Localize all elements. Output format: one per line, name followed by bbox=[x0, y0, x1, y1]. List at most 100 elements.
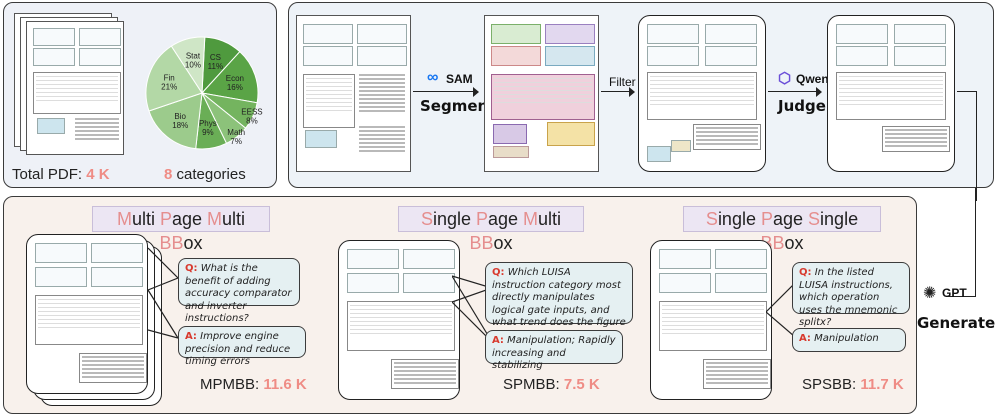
thumb-chart bbox=[715, 249, 767, 269]
gpt-icon: ✺ bbox=[923, 285, 937, 302]
pie-slice-econ bbox=[201, 50, 259, 104]
mpmbb-stat-label: MPMBB: bbox=[200, 376, 260, 393]
thumb-text bbox=[359, 74, 405, 114]
title-initial: P bbox=[760, 209, 773, 229]
thumb-chart bbox=[659, 249, 711, 269]
total-pdf-stat: Total PDF: 4 K bbox=[12, 166, 110, 183]
answer-marker: A: bbox=[799, 333, 811, 344]
mpmbb-page-front bbox=[26, 234, 148, 394]
spmbb-answer-text: Manipulation; Rapidly increasing and sta… bbox=[492, 335, 616, 371]
thumb-chart bbox=[403, 273, 455, 293]
title-rest: ox bbox=[493, 233, 513, 253]
spsbb-stat: SPSBB: 11.7 K bbox=[802, 376, 904, 393]
crop-text bbox=[882, 126, 950, 152]
source-page bbox=[296, 15, 411, 172]
spsbb-stat-label: SPSBB: bbox=[802, 376, 857, 393]
pie-slice-stat bbox=[170, 36, 206, 95]
thumb-figure bbox=[305, 130, 337, 148]
pie-label-cs: CS bbox=[210, 53, 221, 62]
total-pdf-value: 4 K bbox=[86, 166, 110, 183]
categories-label: categories bbox=[176, 166, 246, 183]
spsbb-page bbox=[650, 240, 772, 400]
thumb-table bbox=[33, 72, 121, 114]
thumb-chart bbox=[79, 48, 121, 66]
thumb-chart bbox=[91, 267, 143, 287]
crop-table bbox=[836, 72, 946, 120]
thumb-text bbox=[79, 353, 147, 383]
title-rest: age bbox=[171, 209, 208, 229]
title-initial: S bbox=[420, 209, 433, 229]
crop-chart bbox=[705, 46, 757, 66]
spsbb-connector-lines bbox=[766, 283, 794, 337]
thumb-chart bbox=[33, 28, 75, 46]
title-rest: ingle bbox=[820, 209, 859, 229]
pie-pct-stat: 10% bbox=[185, 60, 201, 69]
title-rest: ox bbox=[784, 233, 804, 253]
mpmbb-answer-bubble: A: Improve engine precision and reduce t… bbox=[178, 326, 306, 367]
segmented-page bbox=[484, 15, 599, 172]
pie-label-phys: Phys bbox=[199, 119, 217, 128]
pie-label-fin: Fin bbox=[164, 74, 175, 83]
arrow-head bbox=[629, 87, 635, 97]
title-rest: age bbox=[772, 209, 809, 229]
crop-chart bbox=[836, 46, 888, 66]
title-initial: M bbox=[207, 209, 223, 229]
spmbb-stat-value: 7.5 K bbox=[563, 376, 600, 393]
spmbb-page bbox=[338, 240, 460, 400]
thumb-table bbox=[303, 74, 355, 128]
thumb-chart bbox=[79, 28, 121, 46]
spsbb-question-text: In the listed LUISA instructions, which … bbox=[799, 267, 898, 328]
generate-label: Generate bbox=[917, 314, 996, 332]
spsbb-answer-bubble: A: Manipulation bbox=[792, 328, 906, 352]
mpmbb-stat-value: 11.6 K bbox=[263, 376, 307, 393]
answer-marker: A: bbox=[492, 335, 504, 346]
spsbb-title: Single Page Single BBox bbox=[683, 206, 881, 253]
meta-icon: ∞ bbox=[427, 69, 439, 86]
pie-pct-eess: 8% bbox=[246, 117, 258, 126]
pie-label-bio: Bio bbox=[174, 112, 186, 121]
crop-text bbox=[693, 124, 761, 150]
filter-label: Filter bbox=[609, 75, 636, 89]
arrow-head bbox=[473, 87, 479, 97]
question-marker: Q: bbox=[185, 263, 198, 274]
pie-pct-math: 7% bbox=[230, 137, 242, 146]
arrow-judge bbox=[768, 91, 818, 92]
pipeline-panel: ∞ SAM Segment Filter ⬡ Qwen Judge bbox=[288, 2, 994, 201]
title-initial: M bbox=[523, 209, 539, 229]
title-rest: ingle bbox=[717, 209, 761, 229]
segment-box bbox=[491, 24, 541, 44]
title-initial: BB bbox=[159, 233, 184, 253]
thumb-table bbox=[35, 295, 143, 345]
title-rest: ulti bbox=[538, 209, 562, 229]
pie-slice-fin bbox=[145, 45, 203, 112]
thumb-text bbox=[75, 118, 119, 142]
sam-label: SAM bbox=[446, 72, 473, 86]
title-initial: S bbox=[705, 209, 718, 229]
thumb-figure bbox=[37, 118, 65, 134]
filtered-crops-box bbox=[638, 15, 766, 172]
arrow-generate-h bbox=[957, 91, 977, 92]
spsbb-question-bubble: Q: In the listed LUISA instructions, whi… bbox=[792, 262, 910, 328]
title-rest: ulti bbox=[222, 209, 246, 229]
crop-figure bbox=[671, 140, 691, 152]
segment-label: Segment bbox=[420, 97, 496, 115]
title-initial: P bbox=[159, 209, 172, 229]
pie-label-math: Math bbox=[227, 128, 245, 137]
spmbb-answer-bubble: A: Manipulation; Rapidly increasing and … bbox=[485, 330, 623, 371]
thumb-chart bbox=[91, 243, 143, 263]
spmbb-stat: SPMBB: 7.5 K bbox=[503, 376, 600, 393]
thumb-chart bbox=[347, 249, 399, 269]
spmbb-stat-label: SPMBB: bbox=[503, 376, 560, 393]
arrow-segment bbox=[413, 91, 477, 92]
thumb-chart bbox=[35, 243, 87, 263]
thumb-chart bbox=[303, 24, 353, 44]
thumb-chart bbox=[303, 46, 353, 66]
title-rest: age bbox=[488, 209, 524, 229]
judge-label: Judge bbox=[778, 97, 826, 115]
arrow-filter bbox=[601, 91, 631, 92]
arrow-generate-v2 bbox=[975, 188, 976, 296]
crop-table bbox=[647, 72, 757, 120]
crop-chart bbox=[894, 46, 946, 66]
categories-value: 8 bbox=[164, 166, 173, 183]
crop-chart bbox=[894, 24, 946, 44]
